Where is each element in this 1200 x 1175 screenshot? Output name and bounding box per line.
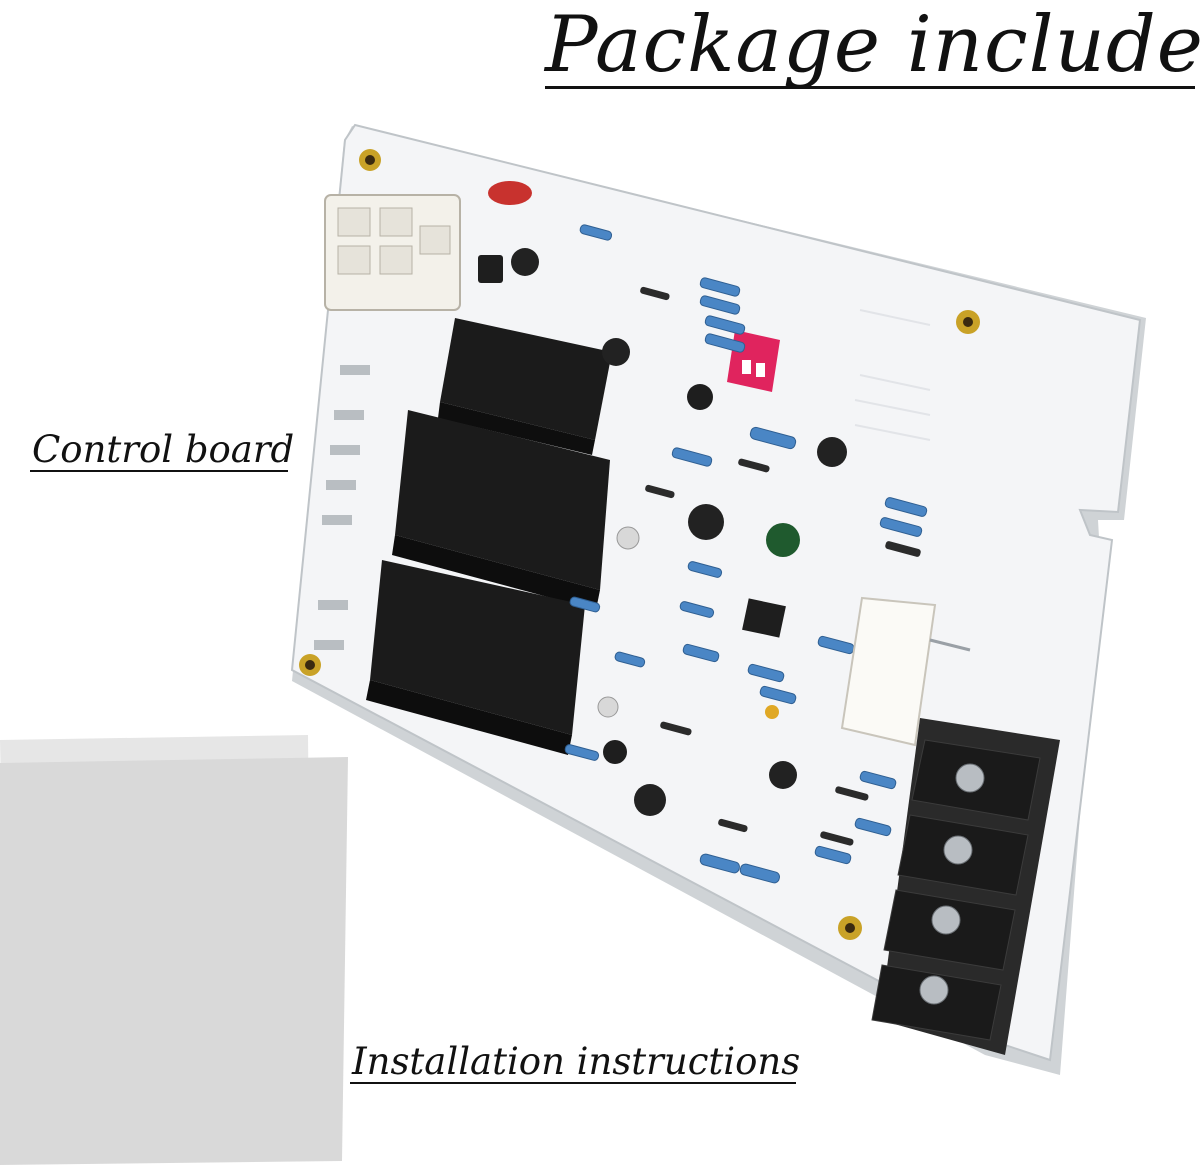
transistors [478, 255, 713, 764]
terminal-block [871, 718, 1060, 1055]
installation-instructions-label: Installation instructions [352, 1040, 801, 1083]
control-board-underline [30, 470, 288, 472]
diodes [640, 286, 921, 846]
spade-terminals [314, 365, 370, 650]
mounting-holes [299, 149, 980, 940]
relay-omron [438, 318, 612, 455]
heading-underline [545, 86, 1195, 89]
instruction-papers [0, 735, 348, 1165]
control-board-label: Control board [32, 428, 295, 471]
white-connector [324, 194, 461, 311]
resistors [564, 224, 928, 884]
dip-switch [727, 330, 780, 392]
ic-chip [742, 598, 786, 638]
relay-middle [392, 410, 610, 610]
paper-front [0, 757, 348, 1165]
red-varistor [488, 181, 532, 205]
power-resistor [840, 596, 971, 747]
capacitors [511, 248, 847, 816]
page-heading: Package includes [545, 0, 1200, 90]
relay-bottom [366, 560, 585, 755]
silkscreen-lines [854, 309, 931, 441]
ceramic-capacitor [765, 705, 779, 719]
installation-instructions-underline [350, 1082, 796, 1084]
